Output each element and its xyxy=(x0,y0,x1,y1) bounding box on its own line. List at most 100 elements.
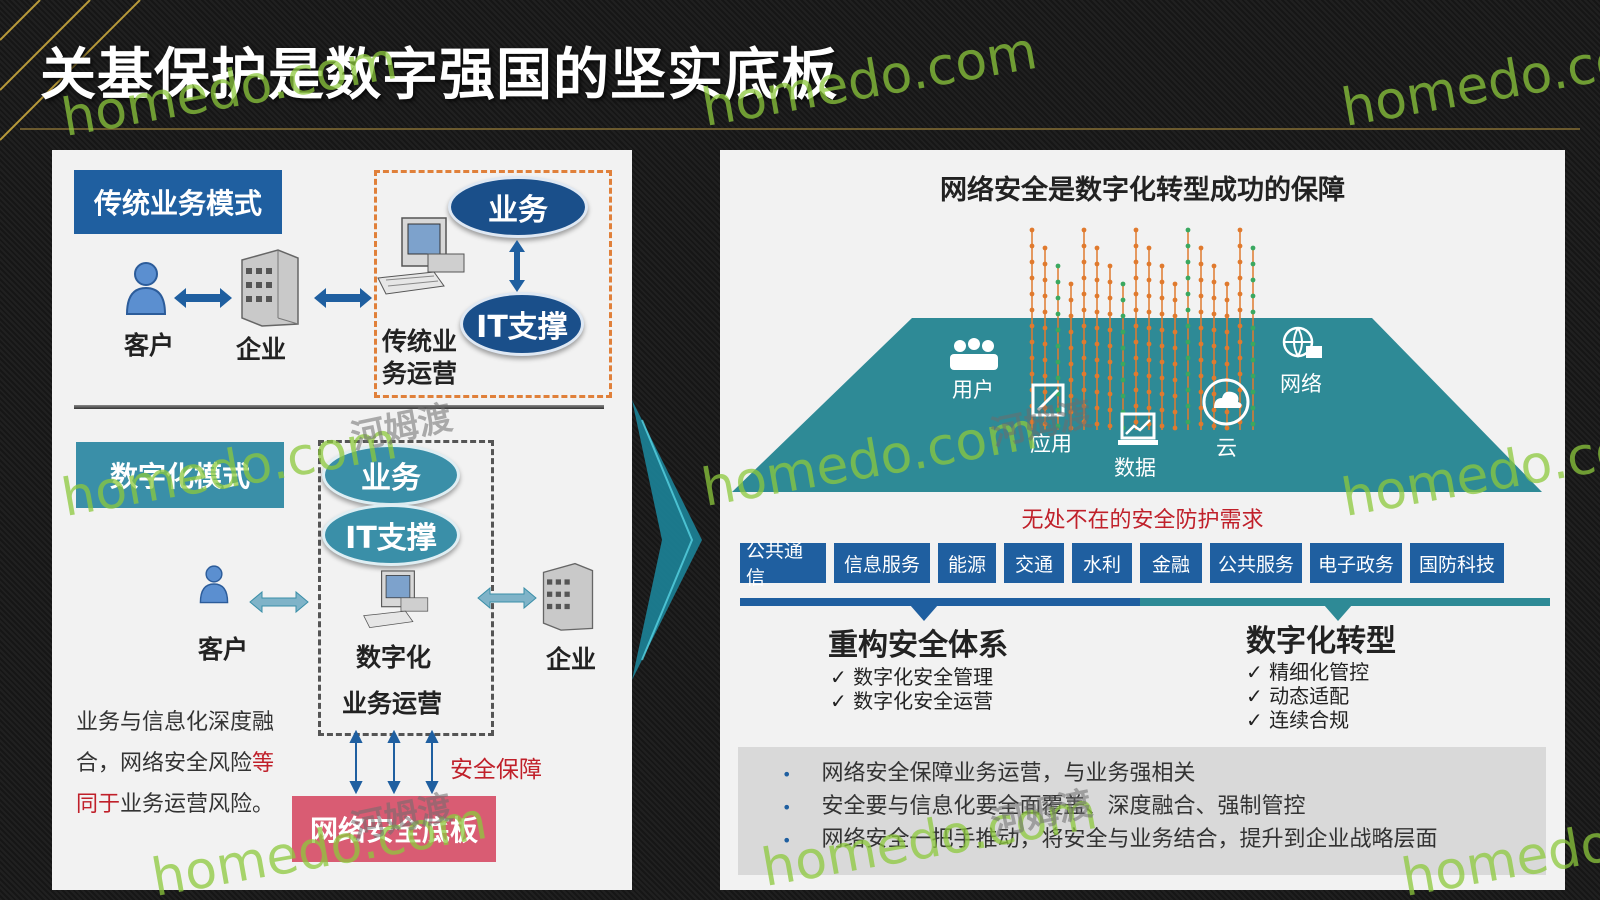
signal-dot xyxy=(1185,259,1191,265)
signal-dot xyxy=(1172,377,1178,383)
signal-dot xyxy=(1068,281,1074,287)
signal-dot xyxy=(1120,313,1126,319)
signal-dot xyxy=(1094,373,1100,379)
signal-dot xyxy=(1237,243,1243,249)
signal-dot xyxy=(1120,377,1126,383)
users-icon xyxy=(950,338,998,370)
signal-dot xyxy=(1146,405,1152,411)
signal-dot xyxy=(1094,421,1100,427)
signal-dot xyxy=(1068,329,1074,335)
corner-decoration xyxy=(0,0,141,141)
signal-dot xyxy=(1185,227,1191,233)
signal-dot xyxy=(1237,371,1243,377)
signal-dot xyxy=(1159,407,1165,413)
digital-transform-heading: 数字化转型 xyxy=(1246,624,1396,659)
signal-dot xyxy=(1237,259,1243,265)
industry-tag: 电子政务 xyxy=(1310,543,1402,583)
signal-dot xyxy=(1081,387,1087,393)
signal-dot xyxy=(1159,263,1165,269)
signal-dot xyxy=(1029,419,1035,425)
check-item: ✓ 数字化安全管理 xyxy=(830,665,994,689)
signal-dot xyxy=(1042,277,1048,283)
signal-dot xyxy=(1055,263,1061,269)
signal-dot xyxy=(1107,423,1113,429)
signal-dot xyxy=(1107,263,1113,269)
check-item: ✓ 数字化安全运营 xyxy=(830,689,994,713)
app-icon xyxy=(1031,383,1065,417)
signal-dot xyxy=(1198,357,1204,363)
signal-dot xyxy=(1055,295,1061,301)
signal-dot xyxy=(1146,357,1152,363)
security-guarantee-label: 安全保障 xyxy=(450,757,542,783)
signal-dot xyxy=(1107,391,1113,397)
summary-bullets-box: •网络安全保障业务运营，与业务强相关 •安全要与信息化要全面覆盖、深度融合、强制… xyxy=(738,747,1546,875)
signal-dot xyxy=(1211,279,1217,285)
industry-tag: 金融 xyxy=(1140,543,1202,583)
signal-dot xyxy=(1068,425,1074,431)
signal-dot xyxy=(1172,361,1178,367)
signal-dot xyxy=(1081,227,1087,233)
security-need-text: 无处不在的安全防护需求 xyxy=(1021,508,1264,533)
signal-dot xyxy=(1094,325,1100,331)
signal-dot xyxy=(1094,245,1100,251)
signal-dot xyxy=(1107,343,1113,349)
signal-dot xyxy=(1029,371,1035,377)
signal-dot xyxy=(1081,291,1087,297)
industry-tag: 能源 xyxy=(938,543,996,583)
computer-icon xyxy=(363,570,429,628)
digital-it-ellipse: IT支撑 xyxy=(322,504,460,566)
signal-dot xyxy=(1029,259,1035,265)
network-globe-icon xyxy=(1282,326,1322,359)
signal-dot xyxy=(1185,339,1191,345)
signal-dot xyxy=(1172,329,1178,335)
industry-tag: 水利 xyxy=(1072,543,1132,583)
signal-dot xyxy=(1081,323,1087,329)
signal-dot xyxy=(1250,389,1256,395)
signal-dot xyxy=(1211,295,1217,301)
industry-tag: 交通 xyxy=(1004,543,1064,583)
signal-dot xyxy=(1042,245,1048,251)
signal-dot xyxy=(1107,295,1113,301)
signal-dot xyxy=(1120,329,1126,335)
signal-dot xyxy=(1042,341,1048,347)
signal-dot xyxy=(1055,279,1061,285)
transition-chevron-icon xyxy=(632,400,702,680)
signal-dot xyxy=(1081,243,1087,249)
signal-dot xyxy=(1094,261,1100,267)
digital-transform-bar xyxy=(1140,598,1550,606)
signal-dot xyxy=(1055,375,1061,381)
signal-dot xyxy=(1120,281,1126,287)
signal-dot xyxy=(1185,307,1191,313)
signal-dot xyxy=(1172,345,1178,351)
signal-dot xyxy=(1172,281,1178,287)
summary-bullet: •安全要与信息化要全面覆盖、深度融合、强制管控 xyxy=(782,794,1306,819)
signal-dot xyxy=(1185,371,1191,377)
signal-dot xyxy=(1250,421,1256,427)
industry-tag: 信息服务 xyxy=(834,543,930,583)
security-system-heading: 重构安全体系 xyxy=(828,628,1008,663)
signal-dot xyxy=(1224,329,1230,335)
industry-tag: 国防科技 xyxy=(1410,543,1504,583)
signal-dot xyxy=(1159,375,1165,381)
industry-tag-row: 公共通信信息服务能源交通水利金融公共服务电子政务国防科技 xyxy=(740,540,1550,589)
security-system-pointer xyxy=(910,605,938,621)
signal-dot xyxy=(1055,423,1061,429)
signal-dot xyxy=(1198,389,1204,395)
signal-dot xyxy=(1133,403,1139,409)
signal-dot xyxy=(1198,293,1204,299)
signal-dot xyxy=(1198,261,1204,267)
signal-dot xyxy=(1068,377,1074,383)
data-chart-icon xyxy=(1118,412,1158,445)
signal-dot xyxy=(1133,419,1139,425)
signal-dot xyxy=(1211,407,1217,413)
signal-dot xyxy=(1133,355,1139,361)
signal-dot xyxy=(1250,405,1256,411)
signal-dot xyxy=(1029,243,1035,249)
signal-dot xyxy=(1224,281,1230,287)
signal-dot xyxy=(1107,311,1113,317)
signal-dot xyxy=(1042,357,1048,363)
signal-dot xyxy=(1198,421,1204,427)
signal-dot xyxy=(1146,245,1152,251)
signal-dot xyxy=(1146,373,1152,379)
platform-network-label: 网络 xyxy=(1280,372,1322,396)
